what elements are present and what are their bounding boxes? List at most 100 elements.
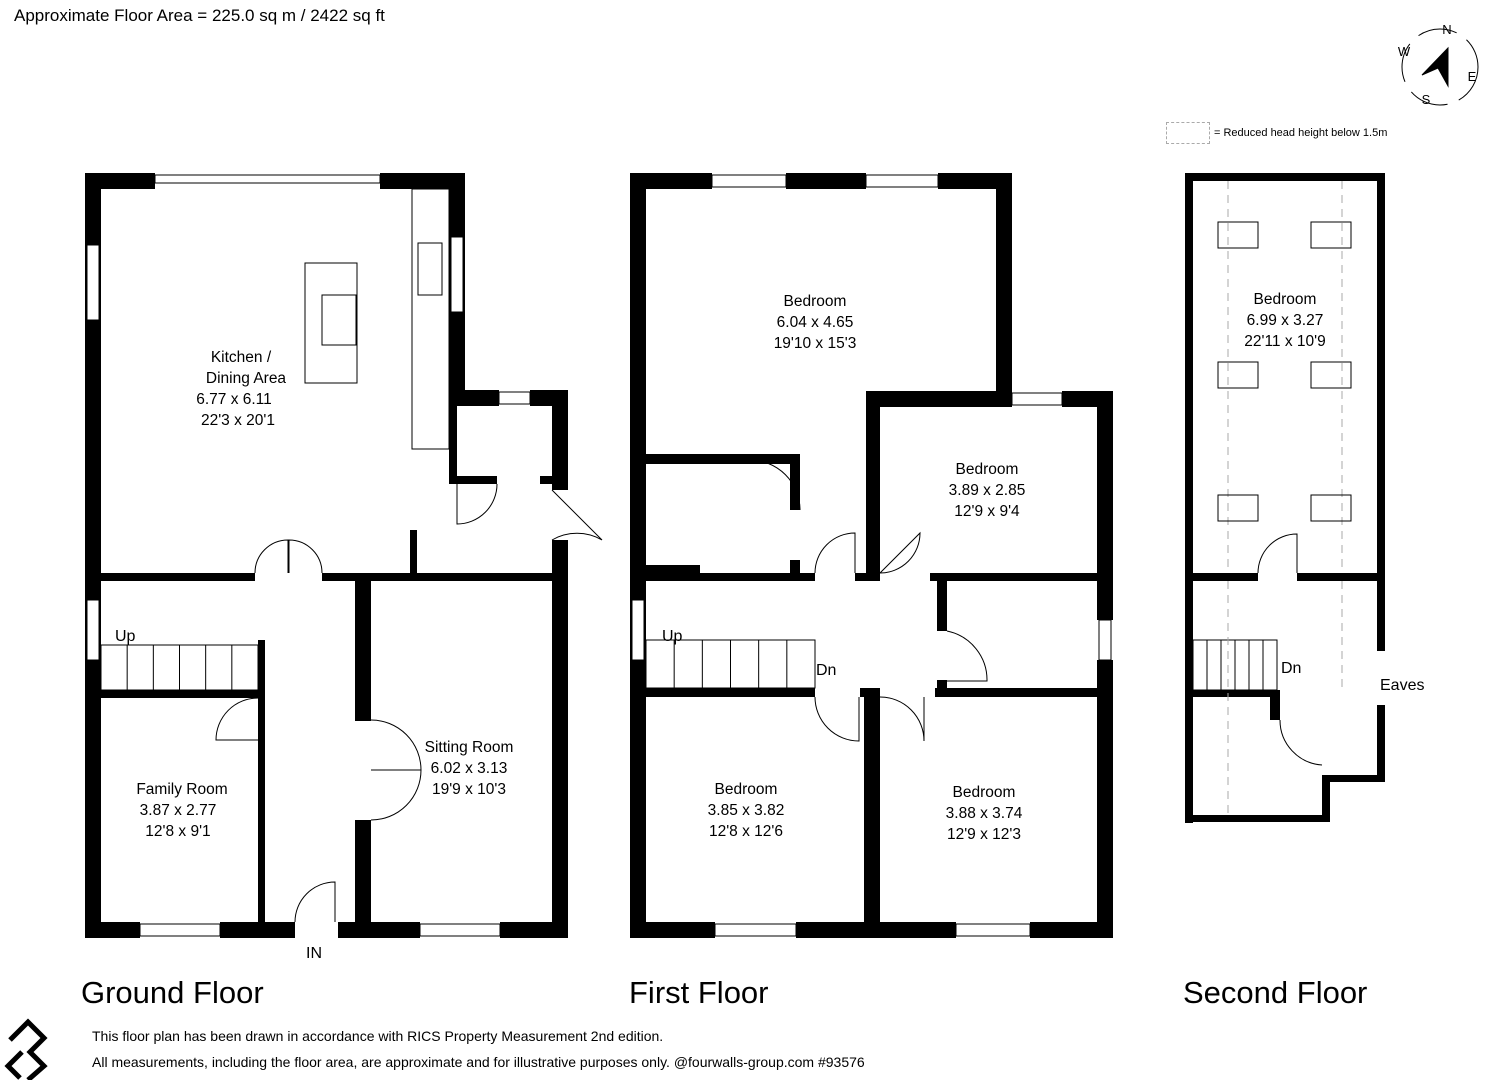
wall (630, 173, 712, 189)
window (498, 391, 531, 405)
wall (1377, 705, 1385, 782)
wall (1097, 391, 1113, 620)
kitchen-island (304, 188, 450, 450)
windows (86, 174, 1112, 937)
window (1098, 619, 1112, 661)
wall (646, 688, 815, 697)
room-bedroom-4: Bedroom 3.88 x 3.74 12'9 x 12'3 (946, 784, 1023, 843)
wall (85, 922, 140, 938)
window (450, 236, 464, 313)
room-metric: 6.04 x 4.65 (777, 314, 854, 331)
wall (1185, 815, 1330, 822)
window (714, 923, 797, 937)
compass-s: S (1422, 92, 1431, 107)
wall (864, 697, 880, 938)
room-bedroom-attic: Bedroom 6.99 x 3.27 22'11 x 10'9 (1244, 291, 1325, 350)
door-swing (551, 489, 603, 541)
wall (449, 390, 499, 406)
room-metric: 6.77 x 6.11 (196, 391, 272, 408)
window (86, 599, 100, 661)
door-swing (288, 539, 323, 574)
wall (1270, 697, 1280, 720)
disclaimer-measurements: All measurements, including the floor ar… (92, 1054, 865, 1070)
wall (1322, 775, 1385, 782)
room-name: Family Room (136, 781, 227, 798)
wall (866, 407, 880, 581)
wall (1297, 573, 1385, 581)
wall (1097, 660, 1113, 938)
door-swing (814, 696, 860, 742)
door-swing (215, 697, 259, 741)
wall (937, 581, 947, 631)
room-imperial: 12'8 x 12'6 (709, 823, 783, 840)
room-metric: 3.88 x 3.74 (946, 805, 1023, 822)
room-sitting-room: Sitting Room 6.02 x 3.13 19'9 x 10'3 (425, 739, 514, 798)
wall (1185, 173, 1385, 181)
wall (410, 530, 417, 573)
wall (996, 173, 1012, 405)
floor-area-summary: Approximate Floor Area = 225.0 sq m / 24… (14, 6, 385, 25)
room-name: Kitchen / (211, 349, 272, 366)
room-kitchen-dining: Kitchen / Dining Area 6.77 x 6.11 22'3 x… (196, 349, 286, 429)
disclaimer-rics: This floor plan has been drawn in accord… (92, 1028, 664, 1044)
compass-n: N (1442, 22, 1451, 37)
wall (449, 406, 457, 476)
window (631, 599, 645, 661)
door-swing (254, 539, 289, 574)
wall (1377, 173, 1385, 575)
dashed-area-swatch (1166, 122, 1210, 144)
wall (1185, 173, 1193, 823)
stairs-up-label: Up (662, 628, 683, 645)
door-swing (946, 630, 988, 682)
wall (646, 454, 800, 464)
door-swing (1257, 533, 1298, 574)
wall (85, 173, 101, 938)
wall (1185, 573, 1258, 581)
stairs-up-label: Up (115, 628, 136, 645)
walls (85, 173, 1385, 938)
wall (796, 922, 956, 938)
legend: = Reduced head height below 1.5m (1166, 122, 1387, 144)
wall (700, 573, 815, 581)
wall (355, 820, 371, 922)
wall (552, 390, 568, 490)
stairs-down-label: Dn (816, 662, 836, 679)
door-swing (1279, 719, 1323, 766)
floor-title-second: Second Floor (1183, 975, 1368, 1010)
wall (449, 476, 497, 484)
room-imperial: 12'9 x 9'4 (954, 503, 1020, 520)
room-imperial: 19'9 x 10'3 (432, 781, 506, 798)
compass-w: W (1398, 44, 1411, 59)
wall (1377, 581, 1385, 651)
room-name: Sitting Room (425, 739, 514, 756)
door-swing (456, 483, 498, 525)
floor-title-ground: Ground Floor (81, 975, 264, 1010)
wall (258, 698, 265, 922)
window (139, 923, 221, 937)
window (711, 174, 787, 188)
room-metric: 3.89 x 2.85 (949, 482, 1026, 499)
room-metric: 6.02 x 3.13 (431, 760, 508, 777)
wall (937, 680, 947, 690)
door-swing (814, 532, 856, 574)
wall (220, 922, 295, 938)
door-swing (294, 881, 336, 923)
stairs-down-label: Dn (1281, 660, 1301, 677)
entrance-label: IN (306, 945, 322, 962)
room-metric: 6.99 x 3.27 (1247, 312, 1324, 329)
wall (101, 690, 265, 698)
wall (860, 688, 880, 697)
wall (930, 573, 1097, 581)
room-bedroom-1: Bedroom 6.04 x 4.65 19'10 x 15'3 (774, 293, 857, 352)
floor-title-first: First Floor (629, 975, 769, 1010)
wall (786, 173, 866, 189)
wall (1030, 922, 1113, 938)
wall (338, 922, 420, 938)
door-swing (749, 459, 801, 511)
wall (540, 476, 568, 484)
door-swing (879, 696, 925, 742)
wall (630, 922, 715, 938)
room-imperial: 22'11 x 10'9 (1244, 333, 1325, 350)
wall (101, 573, 255, 581)
wall (322, 573, 552, 581)
